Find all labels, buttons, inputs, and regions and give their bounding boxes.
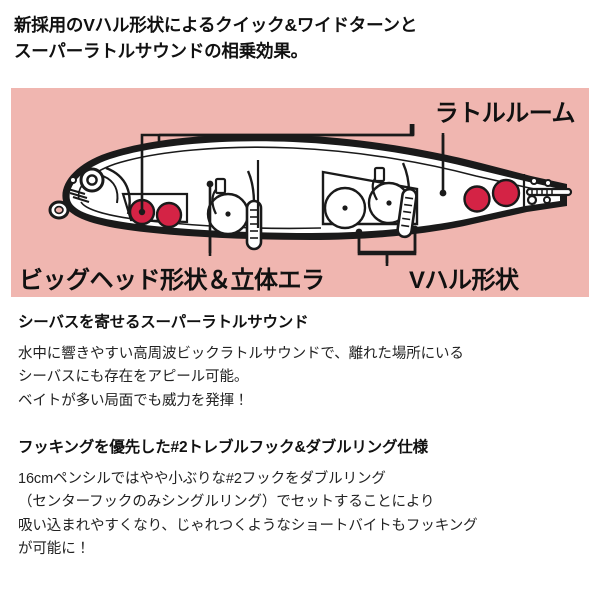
lure-eye [79, 167, 105, 193]
rattle-ball-head-2 [155, 201, 183, 229]
tail-dot-1 [530, 177, 538, 185]
tail-rod [525, 187, 573, 197]
page-headline: 新採用のVハル形状によるクイック&ワイドターンと スーパーラトルサウンドの相乗効… [14, 12, 586, 65]
rear-weight-ball-1-dot [342, 205, 348, 211]
tail-dot-2 [544, 179, 552, 187]
section-1-line-3: ベイトが多い局面でも威力を発揮！ [18, 392, 249, 409]
section-2-title: フッキングを優先した#2トレブルフック&ダブルリング仕様 [18, 439, 428, 456]
leader-anchor-dots [138, 180, 447, 236]
front-weight-assembly [206, 177, 250, 236]
section-1-line-2: シーバスにも存在をアピール可能。 [18, 369, 249, 386]
lure-cutaway-diagram: ラトルルーム ビッグヘッド形状＆立体エラ Vハル形状 [11, 88, 589, 297]
section-2-line-1: 16cmペンシルではやや小ぶりな#2フックをダブルリング [18, 470, 386, 487]
leader-lines-top [140, 124, 445, 266]
rattle-tube-front-beads [250, 209, 258, 239]
front-hook-hanger [214, 177, 227, 195]
head-rattle-chamber [121, 192, 189, 224]
tail-ring [526, 194, 538, 206]
section-1-line-1: 水中に響きやすい高周波ビックラトルサウンドで、離れた場所にいる [18, 345, 464, 362]
section-2-line-4: が可能に！ [18, 541, 90, 558]
feature-section-hooks: フッキングを優先した#2トレブルフック&ダブルリング仕様 16cmペンシルではや… [18, 437, 584, 562]
nose-line-eye [48, 200, 70, 220]
label-big-head: ビッグヘッド形状＆立体エラ [19, 267, 325, 294]
tail-dot-3 [543, 196, 551, 204]
gill-arc [105, 166, 131, 215]
lure-body-inner [69, 141, 560, 233]
section-2-line-2: （センターフックのみシングルリング）でセットすることにより [18, 494, 435, 511]
section-1-body: 水中に響きやすい高周波ビックラトルサウンドで、離れた場所にいる シーバスにも存在… [18, 343, 584, 413]
rattle-tube-rear-beads [401, 196, 414, 228]
rear-hook-hanger [373, 166, 386, 183]
tail-plate [522, 174, 573, 210]
rear-weight-ball-2-dot [386, 200, 392, 206]
label-v-hull: Vハル形状 [409, 267, 519, 294]
headline-line-2: スーパーラトルサウンドの相乗効果。 [14, 41, 308, 62]
gill-lines [67, 175, 119, 204]
lure-inner-contour [77, 146, 554, 200]
section-2-line-3: 吸い込まれやすくなり、じゃれつくようなショートバイトもフッキング [18, 517, 478, 534]
rattle-ball-tail-2 [491, 178, 521, 208]
center-rattle-tube-rear [396, 162, 418, 239]
label-rattle-room: ラトルルーム [434, 100, 576, 127]
leader-rattle-head-path [140, 124, 415, 212]
tail-rod-hatch [531, 190, 553, 194]
rattle-ball-tail-1 [463, 185, 491, 213]
headline-line-1: 新採用のVハル形状によるクイック&ワイドターンと [14, 15, 418, 35]
front-weight-center-dot [225, 211, 231, 217]
section-1-title: シーバスを寄せるスーパーラトルサウンド [18, 314, 309, 331]
lure-illustration [48, 124, 573, 266]
head-dot [69, 176, 77, 184]
feature-section-rattle-sound: シーバスを寄せるスーパーラトルサウンド 水中に響きやすい高周波ビックラトルサウン… [18, 312, 584, 413]
section-2-body: 16cmペンシルではやや小ぶりな#2フックをダブルリング （センターフックのみシ… [18, 468, 584, 562]
anchor-dot-rattle-head [138, 208, 146, 216]
